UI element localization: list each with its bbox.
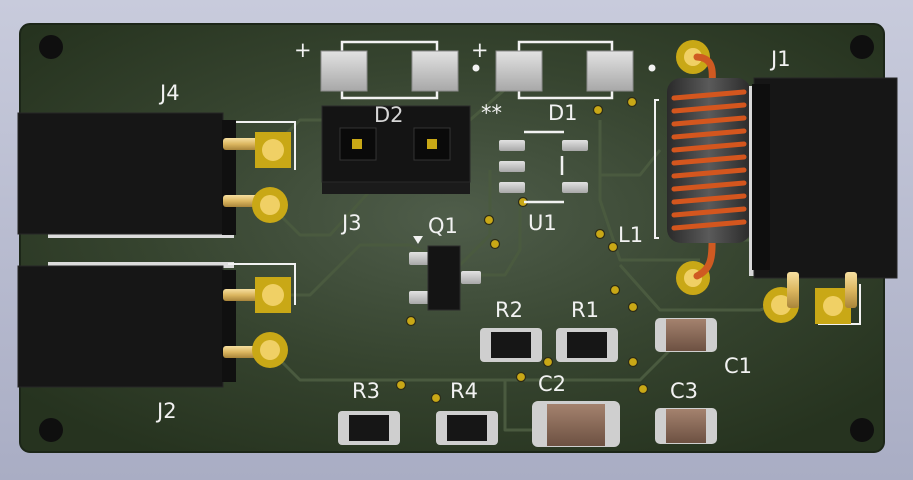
capacitor-c2 <box>532 401 620 447</box>
plus-marking-d1: + <box>471 38 489 62</box>
ref-u1: U1 <box>528 211 557 235</box>
ref-r2: R2 <box>495 298 523 322</box>
diode-d1 <box>472 40 656 100</box>
ref-c3: C3 <box>670 379 698 403</box>
resistor-r1 <box>556 328 618 362</box>
mounting-hole-icon <box>39 35 874 442</box>
connector-j1 <box>749 77 898 325</box>
stars-marking: ** <box>481 101 502 125</box>
ref-d2: D2 <box>374 103 404 127</box>
ref-j4: J4 <box>158 81 180 105</box>
ref-r1: R1 <box>571 298 599 322</box>
connector-j2 <box>17 262 296 388</box>
ref-q1: Q1 <box>428 214 458 238</box>
diode-d2 <box>320 40 459 100</box>
ref-j1: J1 <box>769 47 791 71</box>
capacitor-c1 <box>655 318 717 352</box>
pin1-triangle-icon <box>413 236 423 244</box>
ref-r4: R4 <box>450 379 478 403</box>
ref-d1: D1 <box>548 101 578 125</box>
ref-c1: C1 <box>724 354 752 378</box>
resistor-r2 <box>480 328 542 362</box>
connector-j4 <box>17 112 296 238</box>
transistor-q1 <box>409 236 481 311</box>
inductor-l1 <box>654 40 761 295</box>
ref-l1: L1 <box>618 223 643 247</box>
ref-r3: R3 <box>352 379 380 403</box>
vias <box>395 96 649 404</box>
ref-c2: C2 <box>538 372 566 396</box>
resistor-r4 <box>436 411 498 445</box>
ic-u1 <box>499 130 588 204</box>
resistor-r3 <box>338 411 400 445</box>
header-j3 <box>321 105 471 194</box>
plus-marking-d2: + <box>294 38 312 62</box>
capacitor-c3 <box>655 408 717 444</box>
ref-j3: J3 <box>340 211 362 235</box>
ref-j2: J2 <box>155 399 177 423</box>
